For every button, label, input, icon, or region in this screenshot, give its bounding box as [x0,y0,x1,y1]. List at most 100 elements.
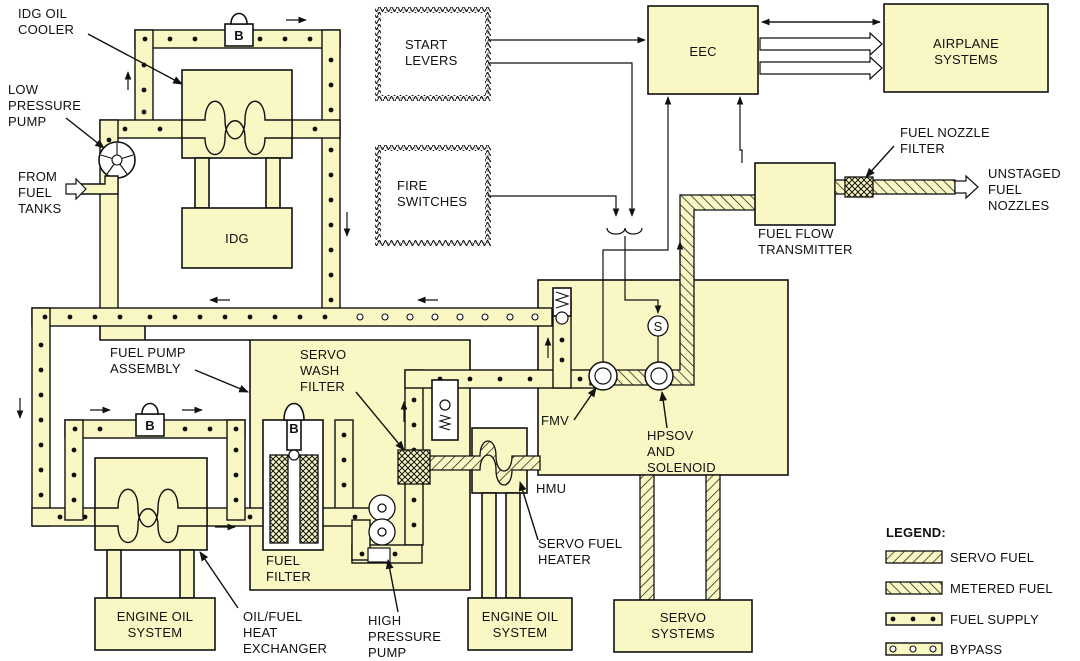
svg-text:SYSTEM: SYSTEM [493,625,548,640]
svg-text:SERVO FUEL: SERVO FUEL [538,536,622,551]
svg-text:SYSTEMS: SYSTEMS [651,626,715,641]
label-engine-oil-system-left: ENGINE OIL SYSTEM [117,609,193,640]
heat-exchanger-coil [94,488,208,544]
svg-text:ENGINE OIL: ENGINE OIL [117,609,193,624]
flow-arrows [16,16,684,531]
legend-label-supply: FUEL SUPPLY [950,612,1039,627]
svg-text:FUEL: FUEL [988,182,1022,197]
label-fuel-flow-transmitter: FUEL FLOW TRANSMITTER [758,226,852,257]
servo-wash-filter [397,449,431,485]
svg-text:ASSEMBLY: ASSEMBLY [110,361,181,376]
bypass-dots [356,313,539,321]
svg-text:PRESSURE: PRESSURE [8,98,81,113]
svg-text:SOLENOID: SOLENOID [647,460,716,475]
svg-text:SYSTEM: SYSTEM [128,625,183,640]
svg-text:IDG OIL: IDG OIL [18,6,67,21]
engine-oil-system-right-box [467,597,573,651]
svg-text:EXCHANGER: EXCHANGER [243,641,327,656]
label-fuel-pump-assembly: FUEL PUMP ASSEMBLY [110,345,186,376]
engine-oil-support-left [106,549,122,599]
legend-title: LEGEND: [886,525,946,540]
idg-box [181,207,293,269]
bypass-symbol-filter: B [289,421,299,436]
oil-fuel-heat-exchanger-box [94,457,208,551]
idg-cooler-coil [181,100,293,156]
label-fuel-filter: FUEL FILTER [266,553,311,584]
servo-systems-box [613,599,753,653]
high-pressure-pump [368,494,396,546]
unstaged-nozzles-arrow [954,174,979,200]
fire-switches-box [375,145,491,246]
svg-text:PRESSURE: PRESSURE [368,629,441,644]
svg-text:SWITCHES: SWITCHES [397,194,467,209]
servo-systems-right-line [705,474,721,601]
svg-text:FUEL: FUEL [18,185,52,200]
label-unstaged-fuel-nozzles: UNSTAGED FUEL NOZZLES [988,166,1061,213]
svg-text:AIRPLANE: AIRPLANE [933,36,999,51]
svg-text:SERVO: SERVO [300,347,346,362]
svg-text:AND: AND [647,444,675,459]
svg-text:SERVO: SERVO [660,610,706,625]
fuel-filter-element-left [269,454,289,544]
svg-text:FILTER: FILTER [266,569,311,584]
legend-swatch-bypass [885,642,943,656]
fuel-supply-dots [38,36,583,557]
label-fmv: FMV [541,413,569,428]
label-high-pressure-pump: HIGH PRESSURE PUMP [368,613,441,660]
label-start-levers: START LEVERS [405,37,458,68]
label-low-pressure-pump: LOW PRESSURE PUMP [8,82,81,129]
label-oil-fuel-heat-exchanger: OIL/FUEL HEAT EXCHANGER [243,609,327,656]
legend: LEGEND: SERVO FUEL METERED FUEL FUEL SUP… [885,525,1053,657]
legend-label-servo: SERVO FUEL [950,550,1034,565]
label-fire-switches: FIRE SWITCHES [397,178,467,209]
legend-swatch-supply [885,612,943,626]
svg-text:TANKS: TANKS [18,201,62,216]
label-idg: IDG [225,231,249,246]
svg-text:PUMP: PUMP [8,114,46,129]
servo-fuel-heater-coil [429,440,541,486]
svg-text:FUEL FLOW: FUEL FLOW [758,226,834,241]
engine-oil-right-support-l [481,492,497,599]
idg-support-right [265,157,281,209]
idg-oil-cooler-box [181,69,293,159]
svg-text:OIL/FUEL: OIL/FUEL [243,609,302,624]
legend-label-bypass: BYPASS [950,642,1002,657]
svg-text:LOW: LOW [8,82,39,97]
svg-text:PUMP: PUMP [368,645,406,660]
svg-text:UNSTAGED: UNSTAGED [988,166,1061,181]
fuel-filter-element-right [299,454,319,544]
label-engine-oil-system-right: ENGINE OIL SYSTEM [482,609,558,640]
label-idg-oil-cooler: IDG OIL COOLER [18,6,74,37]
leader-lines [65,33,895,613]
svg-text:SYSTEMS: SYSTEMS [934,52,998,67]
label-hpsov: HPSOV AND SOLENOID [647,428,716,475]
legend-swatch-servo [885,550,943,564]
airplane-systems-box [883,3,1049,93]
fuel-nozzle-filter [844,176,874,198]
engine-oil-system-left-box [94,597,216,651]
svg-text:HEATER: HEATER [538,552,591,567]
idg-support-left [194,157,210,209]
svg-text:FIRE: FIRE [397,178,428,193]
svg-text:HIGH: HIGH [368,613,401,628]
bypass-symbol-top: B [234,28,244,43]
label-hmu: HMU [536,481,566,496]
engine-oil-right-support-r [505,492,521,599]
svg-text:WASH: WASH [300,363,339,378]
eec-box [647,5,759,95]
bypass-symbol-lower: B [145,418,155,433]
hp-pump-relief [367,547,391,563]
fuel-flow-transmitter-box [754,162,836,226]
svg-text:FILTER: FILTER [300,379,345,394]
svg-text:HPSOV: HPSOV [647,428,694,443]
svg-text:LEVERS: LEVERS [405,53,458,68]
svg-text:FUEL NOZZLE: FUEL NOZZLE [900,125,990,140]
solenoid-symbol-label: S [654,319,663,334]
label-servo-systems: SERVO SYSTEMS [651,610,715,641]
label-airplane-systems: AIRPLANE SYSTEMS [933,36,999,67]
svg-text:HEAT: HEAT [243,625,278,640]
svg-text:COOLER: COOLER [18,22,74,37]
svg-text:FILTER: FILTER [900,141,945,156]
svg-text:NOZZLES: NOZZLES [988,198,1049,213]
